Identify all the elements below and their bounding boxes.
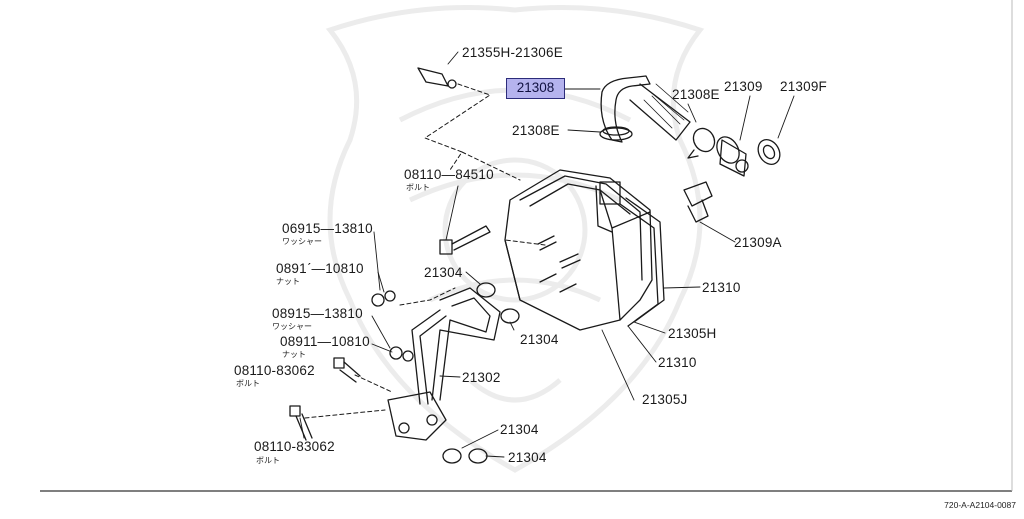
nut-b [402,350,414,362]
callout-21304-a[interactable]: 21304 [424,265,463,280]
callout-21309[interactable]: 21309 [724,79,763,94]
callout-08110-84510[interactable]: 08110—84510 [404,167,494,182]
leader-lines [299,51,795,458]
callout-08911-10810b[interactable]: 08911—10810 [280,334,370,349]
washer-b [389,346,403,360]
callout-08911-10810a[interactable]: 0891ˊ—10810 [276,261,364,276]
cooler-body [504,169,665,331]
callout-06915-13810[interactable]: 06915—13810 [282,221,373,236]
callout-21309a[interactable]: 21309A [734,235,782,250]
sublabel-nut-2: ナット [282,350,306,359]
callout-21304-d[interactable]: 21304 [508,450,547,465]
bolt-08110-83062b [289,405,313,441]
sublabel-nut-1: ナット [276,277,300,286]
gasket-b [500,308,520,324]
callout-21308e-clamp[interactable]: 21308E [512,123,560,138]
callout-08110-83062a[interactable]: 08110-83062 [234,363,315,378]
plug [683,181,713,223]
gasket-d [468,448,488,464]
highlighted-part-label[interactable]: 21308 [506,78,565,99]
callout-21309f[interactable]: 21309F [780,79,827,94]
sublabel-bolt-1: ボルト [406,183,430,192]
sublabel-bolt-3: ボルト [256,456,280,465]
water-pipe [387,287,501,441]
callout-21302[interactable]: 21302 [462,370,501,385]
callout-08915-13810[interactable]: 08915—13810 [272,306,363,321]
washer-a [371,293,385,307]
gasket-a [476,282,496,298]
hose-clamps [599,126,716,159]
sublabel-washer-1: ワッシャー [282,237,322,246]
callout-08110-83062b[interactable]: 08110-83062 [254,439,335,454]
callout-21310-b[interactable]: 21310 [658,355,697,370]
callout-21310-a[interactable]: 21310 [702,280,741,295]
callout-21304-c[interactable]: 21304 [500,422,539,437]
callout-21305j[interactable]: 21305J [642,392,688,407]
reference-code: 720-A-A2104-0087 [944,500,1016,510]
sublabel-bolt-2: ボルト [236,379,260,388]
bolt-08110-83062a [333,357,361,383]
tab-part [417,67,457,89]
fitting [716,136,749,177]
callout-21308e-top[interactable]: 21308E [672,87,720,102]
callout-21355h-21306e[interactable]: 21355H-21306E [462,45,563,60]
callout-21305h[interactable]: 21305H [668,326,717,341]
gasket-c [442,448,462,464]
nut-a [384,290,396,302]
sublabel-washer-2: ワッシャー [272,322,312,331]
callout-21304-b[interactable]: 21304 [520,332,559,347]
hose-elbow [600,75,691,143]
washer-21309f [757,139,781,165]
watermark-emblem [325,5,705,473]
